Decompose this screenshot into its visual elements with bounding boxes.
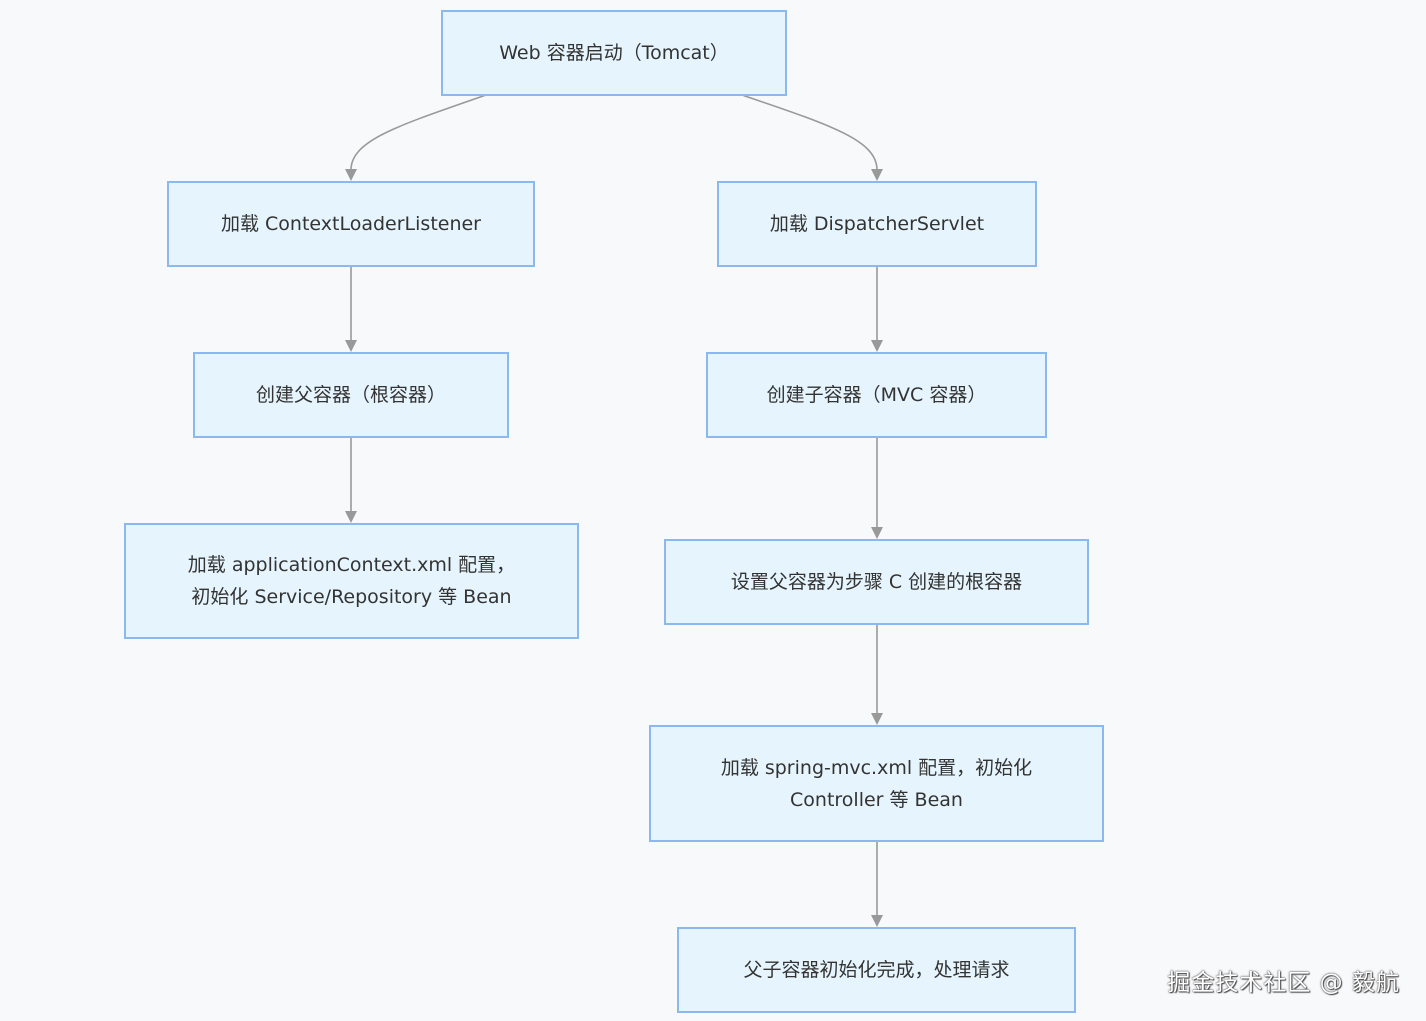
node-label-line1: 加载 spring-mvc.xml 配置，初始化 <box>720 756 1033 779</box>
node-label: 设置父容器为步骤 C 创建的根容器 <box>730 571 1023 593</box>
node-load-spring-mvc: 加载 spring-mvc.xml 配置，初始化 Controller 等 Be… <box>649 725 1104 842</box>
arrowhead-listener <box>345 169 357 181</box>
node-label: 加载 ContextLoaderListener <box>221 213 481 235</box>
node-label: 加载 DispatcherServlet <box>769 213 985 235</box>
node-init-complete: 父子容器初始化完成，处理请求 <box>677 927 1076 1013</box>
arrowhead-appctx <box>345 511 357 523</box>
node-load-dispatcher-servlet: 加载 DispatcherServlet <box>717 181 1037 267</box>
edge-start-to-dispatcher <box>741 94 878 171</box>
node-label-line2: Controller 等 Bean <box>790 788 963 811</box>
node-create-parent-context: 创建父容器（根容器） <box>193 352 509 438</box>
node-label: 创建父容器（根容器） <box>255 384 446 406</box>
node-load-application-context: 加载 applicationContext.xml 配置， 初始化 Servic… <box>124 523 579 639</box>
node-set-parent-context: 设置父容器为步骤 C 创建的根容器 <box>664 539 1089 625</box>
edge-start-to-listener <box>350 94 487 171</box>
node-label-line2: 初始化 Service/Repository 等 Bean <box>191 586 512 608</box>
arrowhead-dispatcher <box>871 169 883 181</box>
arrowhead-child <box>871 340 883 352</box>
watermark: 掘金技术社区 @ 毅航 <box>1167 970 1400 996</box>
arrowhead-setparent <box>871 527 883 539</box>
arrowhead-parent <box>345 340 357 352</box>
node-create-child-context: 创建子容器（MVC 容器） <box>706 352 1047 438</box>
arrowhead-mvc <box>871 713 883 725</box>
node-label: 父子容器初始化完成，处理请求 <box>743 959 1010 981</box>
arrowhead-done <box>871 915 883 927</box>
node-web-container-start: Web 容器启动（Tomcat） <box>441 10 787 96</box>
node-label: 创建子容器（MVC 容器） <box>766 384 987 406</box>
node-label-line1: 加载 applicationContext.xml 配置， <box>187 554 516 576</box>
node-load-context-loader-listener: 加载 ContextLoaderListener <box>167 181 535 267</box>
node-label: Web 容器启动（Tomcat） <box>499 42 729 64</box>
